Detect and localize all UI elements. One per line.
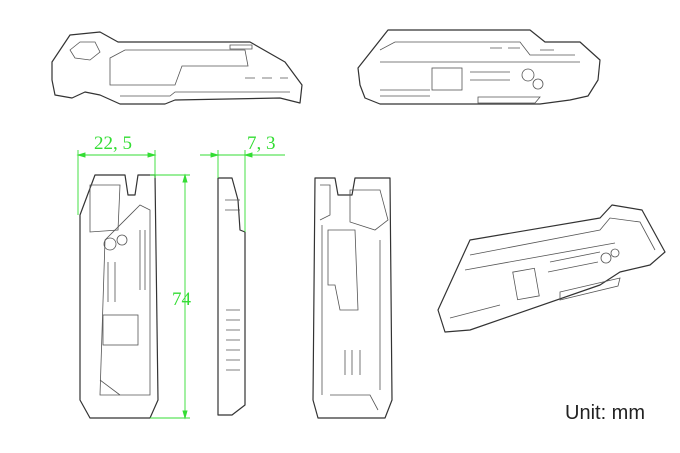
unit-label: Unit: mm bbox=[565, 402, 645, 424]
isometric-view bbox=[437, 204, 666, 333]
side-view-left bbox=[51, 31, 303, 105]
dimension-thickness: 7, 3 bbox=[200, 133, 285, 232]
dimension-width-label: 22, 5 bbox=[94, 133, 132, 154]
front-view bbox=[79, 174, 159, 419]
dimension-thickness-label: 7, 3 bbox=[247, 133, 276, 154]
thin-side-view bbox=[217, 177, 246, 416]
side-view-right bbox=[357, 29, 601, 105]
dimension-width: 22, 5 bbox=[76, 133, 157, 215]
back-view bbox=[312, 177, 393, 419]
dimension-length: 74 bbox=[150, 173, 192, 420]
dimension-length-label: 74 bbox=[172, 289, 192, 310]
